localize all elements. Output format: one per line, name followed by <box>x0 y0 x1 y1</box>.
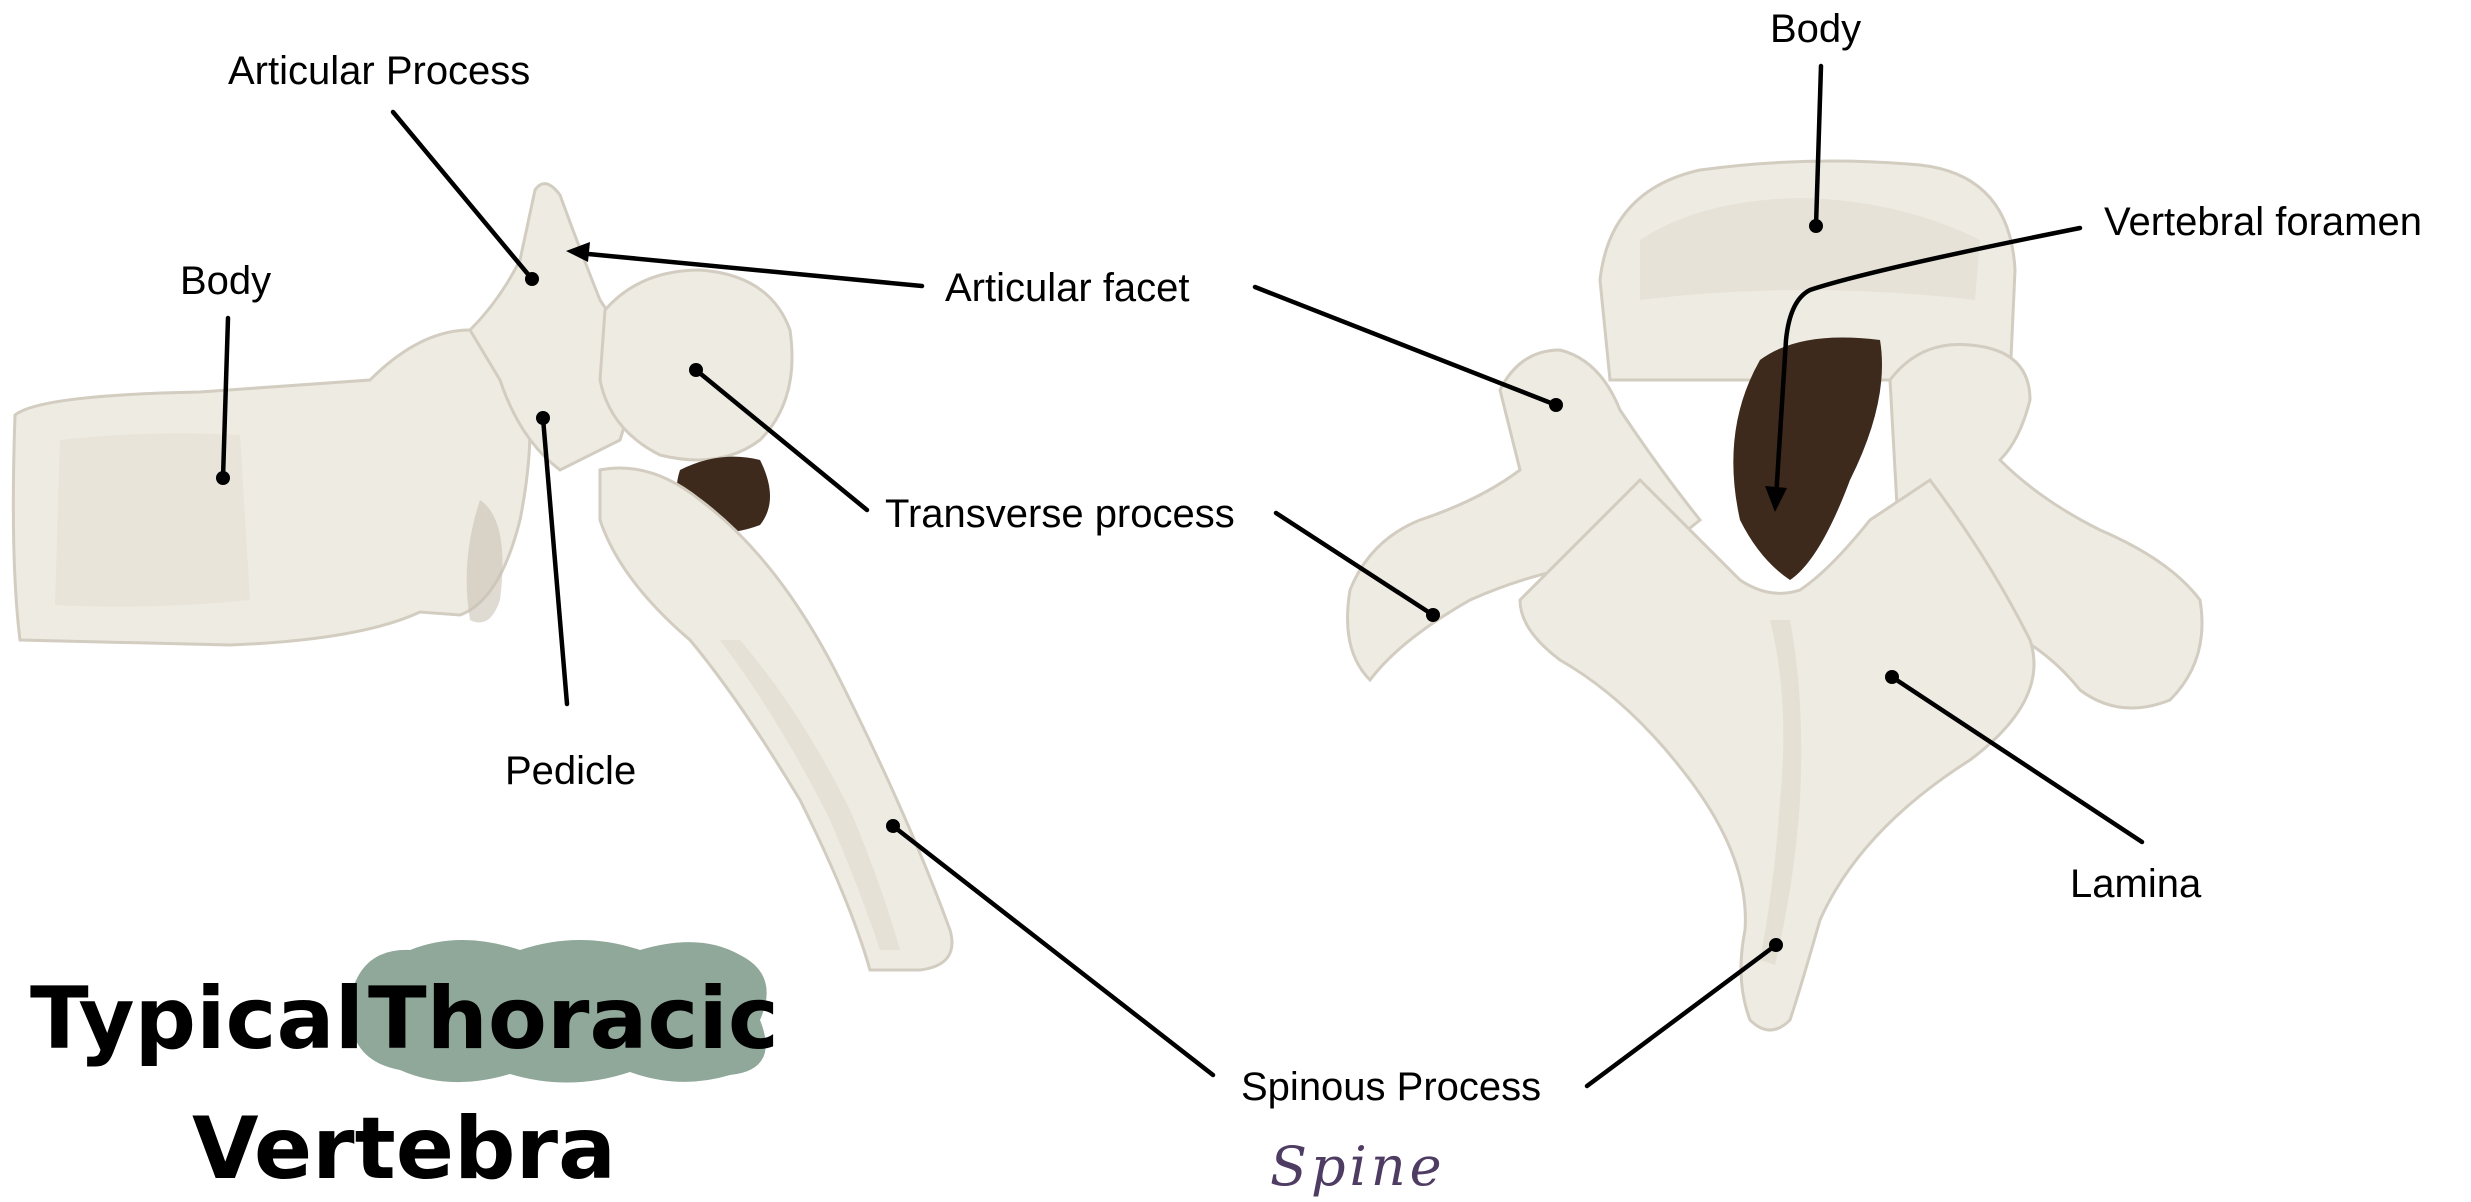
leader-articular-facet-left <box>578 253 922 286</box>
lateral-vertebra-illustration <box>13 184 952 970</box>
title-block: Typical Thoracic Vertebra <box>30 940 779 1199</box>
pointer-transverse-process-left <box>689 363 703 377</box>
pointer-lamina <box>1885 670 1899 684</box>
pointer-body-left <box>216 471 230 485</box>
pointer-spinous-process-right <box>1769 938 1783 952</box>
title-line2: Vertebra <box>192 1099 616 1199</box>
label-body-right: Body <box>1770 7 1861 51</box>
pointer-articular-facet-right <box>1549 398 1563 412</box>
label-articular-process: Articular Process <box>228 49 530 93</box>
title-highlight-word: Thoracic <box>368 969 779 1069</box>
pointer-articular-process <box>525 272 539 286</box>
label-pedicle: Pedicle <box>505 749 636 793</box>
pointer-body-right <box>1809 219 1823 233</box>
pointer-transverse-process-right <box>1426 608 1440 622</box>
pointer-pedicle <box>536 411 550 425</box>
handwritten-note: Spine <box>1270 1135 1446 1198</box>
label-articular-facet: Articular facet <box>945 266 1190 310</box>
label-body-left: Body <box>180 259 271 303</box>
title-line1: Typical <box>30 969 364 1069</box>
label-lamina: Lamina <box>2070 862 2202 906</box>
leader-articular-process <box>393 112 532 279</box>
leader-articular-facet-right <box>1255 287 1556 405</box>
label-vertebral-foramen: Vertebral foramen <box>2104 200 2422 244</box>
label-transverse-process: Transverse process <box>885 492 1235 536</box>
pointer-spinous-process-left <box>886 819 900 833</box>
label-spinous-process: Spinous Process <box>1241 1065 1541 1109</box>
